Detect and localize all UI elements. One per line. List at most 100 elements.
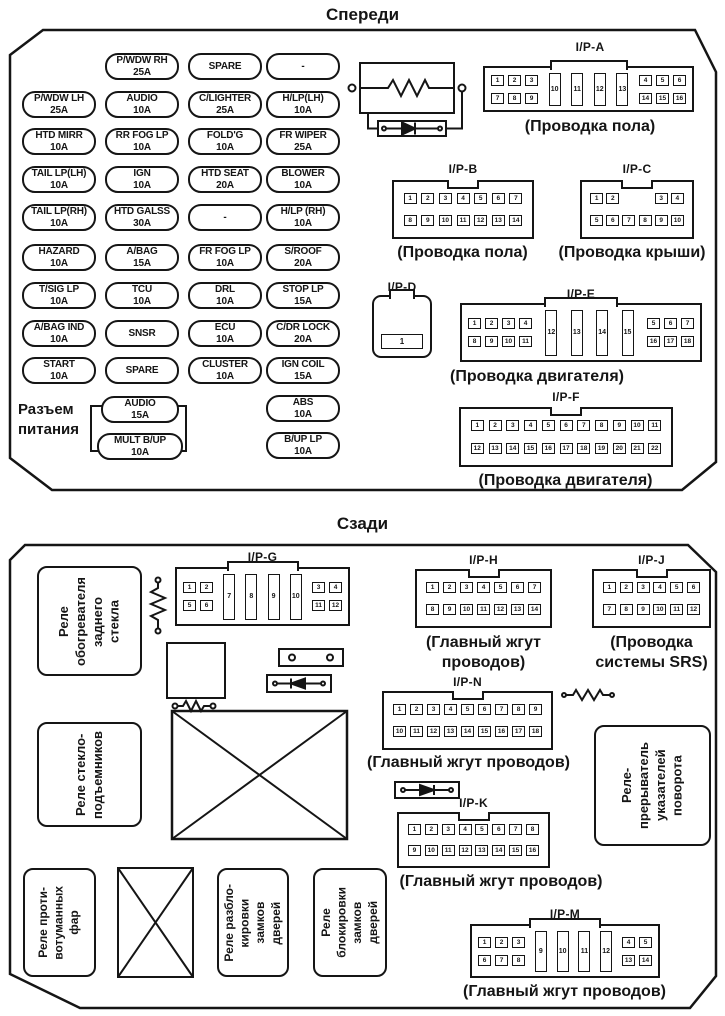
slot: 13 bbox=[616, 72, 629, 106]
pin: 2 bbox=[443, 582, 456, 593]
fuse-h-lp-rh-: H/LP (RH)10A bbox=[266, 204, 340, 231]
pin: 7 bbox=[509, 824, 523, 835]
pin: 20 bbox=[612, 442, 626, 454]
caption-line: (Главный жгут проводов) bbox=[399, 873, 603, 890]
caption-line: (Проводка пола) bbox=[524, 118, 656, 135]
power-connector-label: Разъем питания bbox=[18, 401, 80, 438]
pin: 13 bbox=[488, 442, 502, 454]
pin: 14 bbox=[461, 726, 474, 737]
fuse-tail-lp-lh-: TAIL LP(LH)10A bbox=[22, 166, 96, 193]
slot: 11 bbox=[571, 72, 584, 106]
pin: 8 bbox=[619, 604, 633, 615]
pin: 5 bbox=[474, 193, 488, 204]
pin: 11 bbox=[477, 604, 490, 615]
pin: 2 bbox=[495, 936, 508, 948]
pin: 7 bbox=[681, 318, 694, 329]
connector-ipk-caption: (Главный жгут проводов) bbox=[392, 872, 610, 892]
pin: 9 bbox=[407, 845, 421, 856]
diode-strip-icon-2 bbox=[394, 781, 460, 799]
pin: 3 bbox=[312, 582, 325, 593]
caption-line: проводов) bbox=[441, 653, 526, 671]
pin: 15 bbox=[524, 442, 537, 454]
pin: 8 bbox=[512, 704, 525, 715]
pin: 9 bbox=[485, 336, 498, 347]
connector-key-notch bbox=[635, 569, 668, 578]
connector-ipa-caption: (Проводка пола) bbox=[460, 117, 720, 137]
pin: 11 bbox=[410, 726, 423, 737]
pin: 8 bbox=[638, 215, 652, 226]
pin: 5 bbox=[461, 704, 474, 715]
fuse--: - bbox=[266, 53, 340, 80]
slot: 10 bbox=[548, 72, 561, 106]
pin: 9 bbox=[529, 704, 542, 715]
pin: 13 bbox=[444, 726, 457, 737]
pin: 9 bbox=[525, 92, 538, 104]
slot: 14 bbox=[596, 309, 609, 356]
pin: 12 bbox=[687, 604, 701, 615]
connector-ipa-label: I/P-A bbox=[575, 40, 605, 54]
pin: 13 bbox=[475, 845, 489, 856]
pin: 3 bbox=[512, 936, 525, 948]
pin: 19 bbox=[595, 442, 608, 454]
pin: 10 bbox=[653, 604, 667, 615]
pin: 12 bbox=[458, 845, 472, 856]
pin: 12 bbox=[494, 604, 507, 615]
pin: 5 bbox=[656, 74, 669, 86]
pin: 13 bbox=[491, 215, 505, 226]
slot: 10 bbox=[289, 573, 302, 620]
pin: 3 bbox=[460, 582, 473, 593]
crossed-relay-box-large bbox=[170, 709, 349, 841]
caption-line: системы SRS) bbox=[595, 653, 708, 671]
connector-ipn-caption: (Главный жгут проводов) bbox=[362, 753, 575, 773]
connector-key-notch bbox=[550, 407, 582, 416]
pin: 1 bbox=[470, 420, 484, 432]
connector-key-tab bbox=[226, 561, 299, 571]
slot: 11 bbox=[578, 930, 591, 972]
pin: 1 bbox=[183, 582, 196, 593]
pin: 2 bbox=[410, 704, 423, 715]
pin: 4 bbox=[670, 193, 684, 204]
pin: 7 bbox=[509, 193, 523, 204]
connector-key-notch bbox=[457, 812, 490, 821]
connector-key-notch bbox=[451, 691, 484, 700]
connector-ipc-caption: (Проводка крыши) bbox=[548, 243, 716, 263]
crossed-relay-box-small bbox=[117, 867, 194, 978]
slot: 13 bbox=[570, 309, 583, 356]
pin: 4 bbox=[456, 193, 470, 204]
pin: 17 bbox=[559, 442, 573, 454]
pin: 12 bbox=[470, 442, 484, 454]
pin: 10 bbox=[630, 420, 644, 432]
pin: 8 bbox=[512, 954, 525, 966]
pin: 6 bbox=[606, 215, 620, 226]
pin: 8 bbox=[595, 420, 608, 432]
pin: 1 bbox=[468, 318, 481, 329]
pin: 6 bbox=[511, 582, 524, 593]
pin: 3 bbox=[502, 318, 515, 329]
pin: 2 bbox=[421, 193, 435, 204]
pin: 4 bbox=[653, 582, 667, 593]
pin: 1 bbox=[491, 74, 504, 86]
pin: 7 bbox=[495, 954, 508, 966]
pin: 3 bbox=[427, 704, 440, 715]
pin: 5 bbox=[183, 600, 196, 611]
pin: 15 bbox=[478, 726, 491, 737]
